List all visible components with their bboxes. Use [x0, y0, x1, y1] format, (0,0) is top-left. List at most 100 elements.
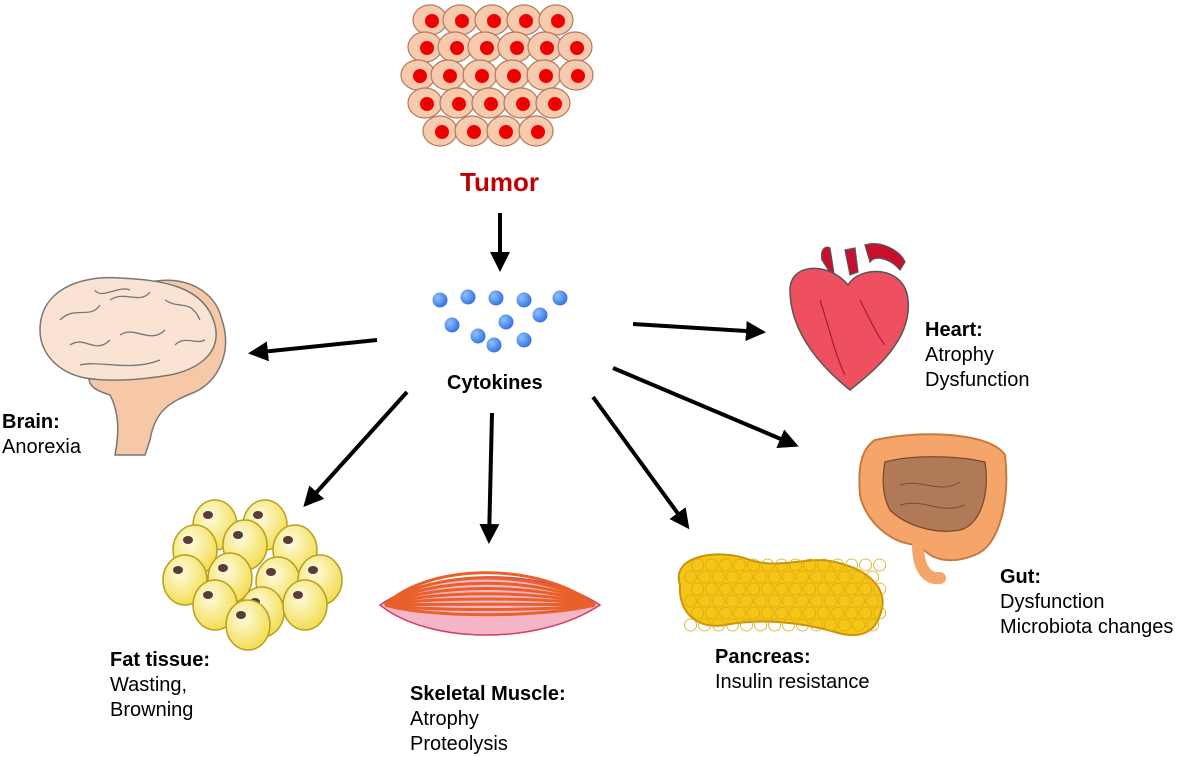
pancreas-lobule: [803, 606, 816, 620]
pancreas-lobule: [831, 558, 844, 572]
pancreas-lobule: [852, 570, 865, 584]
heart-label: Heart: Atrophy Dysfunction: [925, 318, 1030, 393]
pancreas-lobule: [817, 582, 830, 596]
pancreas-lobule: [838, 570, 851, 584]
pancreas-lobule: [852, 618, 865, 632]
pancreas-lobule: [831, 582, 844, 596]
pancreas-lobule: [873, 582, 886, 596]
tumor-cell: [467, 31, 503, 63]
pancreas-lobule: [838, 618, 851, 632]
cytokine-dot: [552, 290, 568, 306]
pancreas-lobule: [817, 558, 830, 572]
pancreas-lobule: [740, 570, 753, 584]
pancreas-lobule: [810, 570, 823, 584]
muscle-fiber: [384, 587, 596, 607]
pancreas-lobule: [733, 582, 746, 596]
tumor-cell: [558, 59, 594, 91]
pancreas-lobule: [761, 582, 774, 596]
tumor-cell: [527, 31, 563, 63]
pancreas-lobule: [775, 606, 788, 620]
pancreas-lobule: [866, 618, 879, 632]
heart-icon: [789, 243, 909, 391]
pancreas-lobule: [831, 606, 844, 620]
cytokine-dot: [532, 307, 548, 323]
arrow-to-brain: [248, 338, 378, 362]
pancreas-lobule: [712, 618, 725, 632]
pancreas-lobule: [719, 582, 732, 596]
pancreas-lobule: [803, 558, 816, 572]
pancreas-lobule: [698, 618, 711, 632]
pancreas-lobule: [705, 606, 718, 620]
pancreas-lobule: [789, 606, 802, 620]
pancreas-lobule: [754, 618, 767, 632]
pancreas-lobule: [796, 618, 809, 632]
pancreas-lobule: [796, 594, 809, 608]
tumor-cell: [503, 87, 539, 119]
brain-effect-1: Anorexia: [2, 436, 81, 458]
pancreas-lobule: [761, 558, 774, 572]
fat-tissue-effect-1: Wasting,: [110, 674, 188, 696]
pancreas-lobule: [726, 594, 739, 608]
tumor-cell: [506, 4, 542, 36]
tumor-cell: [407, 87, 443, 119]
pancreas-lobule: [712, 570, 725, 584]
pancreas-lobule: [859, 558, 872, 572]
cytokine-dot: [444, 317, 460, 333]
arrow-to-gut: [612, 366, 799, 448]
heart-effect-2: Dysfunction: [925, 369, 1030, 391]
brain-label: Brain: Anorexia: [2, 410, 81, 460]
arrow-to-fat: [303, 390, 409, 507]
pancreas-lobule: [768, 570, 781, 584]
gut-label: Gut: Dysfunction Microbiota changes: [1000, 565, 1173, 640]
arrow-to-pancreas: [591, 395, 690, 530]
cytokine-dots-icon: [432, 289, 568, 353]
pancreas-effect-1: Insulin resistance: [715, 671, 870, 693]
tumor-cell: [474, 4, 510, 36]
fat-tissue-title: Fat tissue:: [110, 649, 211, 671]
gut-title: Gut:: [1000, 566, 1042, 588]
skeletal-muscle-effect-2: Proteolysis: [410, 733, 508, 755]
cytokine-dot: [516, 332, 532, 348]
pancreas-lobule: [768, 594, 781, 608]
gut-effect-1: Dysfunction: [1000, 591, 1105, 613]
pancreas-lobule: [719, 558, 732, 572]
skeletal-muscle-label: Skeletal Muscle: Atrophy Proteolysis: [410, 682, 566, 757]
pancreas-lobule: [873, 606, 886, 620]
pancreas-lobule: [705, 582, 718, 596]
pancreas-lobule: [845, 582, 858, 596]
cytokine-dot: [486, 337, 502, 353]
brain-icon: [39, 276, 227, 456]
tumor-cell: [518, 115, 554, 147]
pancreas-lobule: [747, 558, 760, 572]
pancreas-lobule: [698, 570, 711, 584]
pancreas-lobule: [824, 594, 837, 608]
tumor-cell: [407, 31, 443, 63]
pancreas-lobule: [817, 606, 830, 620]
pancreas-lobule: [691, 558, 704, 572]
pancreas-lobule: [691, 582, 704, 596]
pancreas-lobule: [775, 558, 788, 572]
pancreas-lobule: [803, 582, 816, 596]
gut-effect-2: Microbiota changes: [1000, 616, 1174, 638]
tumor-cell: [439, 87, 475, 119]
heart-effect-1: Atrophy: [925, 344, 994, 366]
cytokine-dot: [498, 314, 514, 330]
pancreas-lobule: [740, 594, 753, 608]
muscle-fiber: [384, 597, 596, 607]
pancreas-lobule: [712, 594, 725, 608]
muscle-fiber: [384, 603, 596, 617]
tumor-cell: [442, 4, 478, 36]
tumor-cell: [526, 59, 562, 91]
pancreas-lobule: [859, 606, 872, 620]
pancreas-lobule: [810, 618, 823, 632]
tumor-label: Tumor: [460, 167, 539, 197]
pancreas-lobule: [705, 558, 718, 572]
pancreas-lobule: [782, 570, 795, 584]
fat-cell: [225, 599, 271, 651]
pancreas-lobule: [761, 606, 774, 620]
muscle-fiber: [384, 603, 596, 611]
pancreas-lobule: [691, 606, 704, 620]
muscle-fiber: [384, 581, 596, 607]
pancreas-lobule: [726, 570, 739, 584]
